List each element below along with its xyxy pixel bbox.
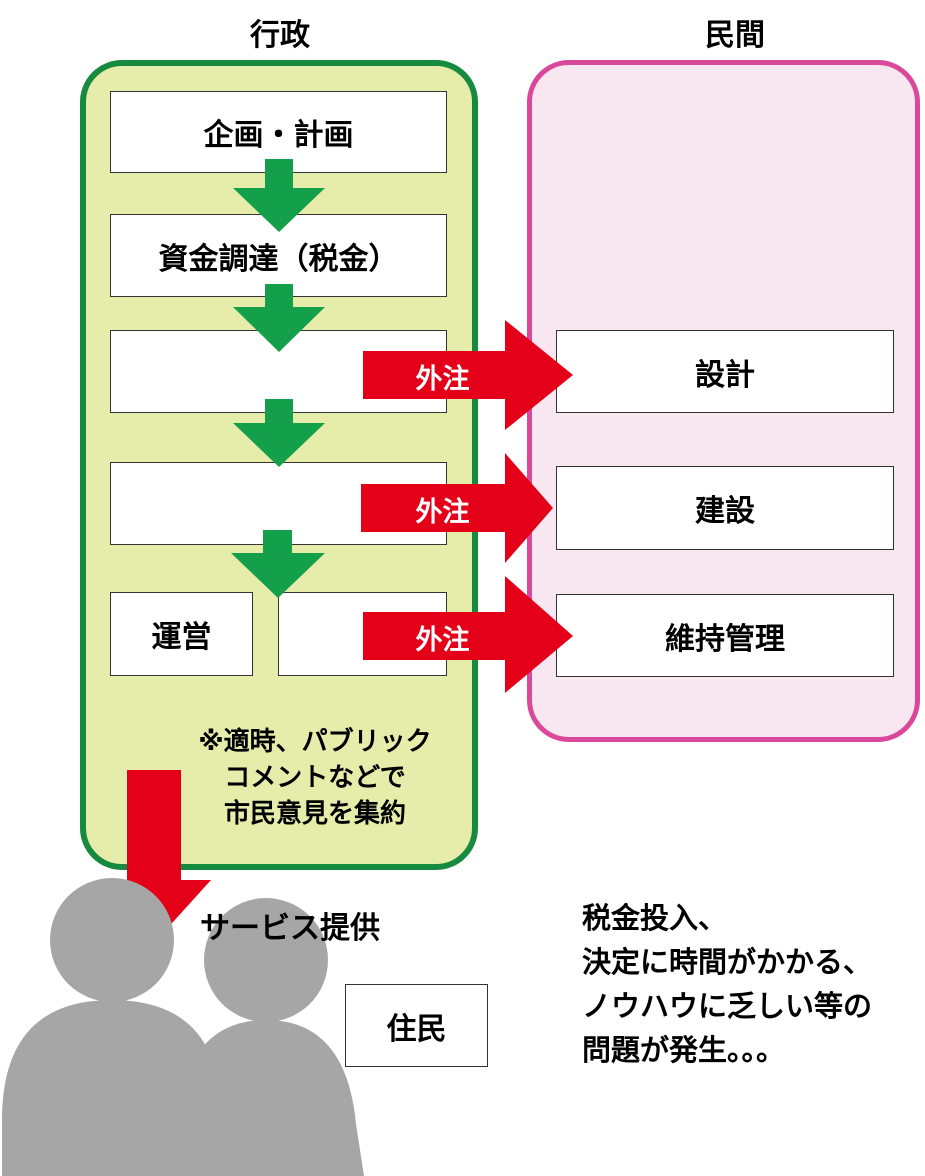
gov-header: 行政 [250, 18, 310, 53]
note-line: コメントなどで [224, 763, 406, 793]
person-icon [2, 878, 222, 1176]
public-comment-note: ※適時、パブリック コメントなどで 市民意見を集約 [170, 724, 460, 832]
outsource-arrow-icon [363, 576, 573, 693]
down-arrow-icon [233, 284, 325, 352]
service-label: サービス提供 [200, 911, 380, 946]
down-arrow-icon [231, 530, 325, 598]
residents-label: 住民 [386, 1011, 447, 1047]
problem-line: 決定に時間がかかる、 [582, 945, 873, 979]
design-label: 設計 [695, 357, 755, 393]
note-line: ※適時、パブリック [198, 727, 432, 757]
problem-line: 税金投入、 [582, 901, 728, 935]
problem-line: ノウハウに乏しい等の [582, 989, 873, 1023]
private-header: 民間 [705, 18, 765, 53]
person-icon [168, 898, 364, 1176]
funding-label: 資金調達（税金） [158, 241, 399, 277]
maintenance-box: 維持管理 [556, 594, 894, 677]
outsource-label: 外注 [415, 364, 470, 395]
operation-box: 運営 [110, 592, 253, 676]
operation-label: 運営 [151, 620, 212, 655]
planning-label: 企画・計画 [203, 118, 354, 153]
construction-box: 建設 [556, 466, 894, 550]
maintenance-label: 維持管理 [665, 621, 785, 657]
note-line: 市民意見を集約 [223, 799, 406, 829]
problems-text: 税金投入、 決定に時間がかかる、 ノウハウに乏しい等の 問題が発生。。。 [582, 896, 872, 1072]
problem-line: 問題が発生。。。 [582, 1033, 786, 1067]
outsource-label: 外注 [415, 625, 470, 656]
construction-label: 建設 [695, 494, 755, 529]
down-arrow-icon [233, 159, 325, 232]
design-box: 設計 [556, 330, 894, 413]
residents-box: 住民 [345, 984, 488, 1067]
outsource-arrow-icon [363, 320, 573, 430]
outsource-arrow-icon [361, 453, 553, 563]
outsource-label: 外注 [415, 497, 470, 528]
down-arrow-icon [233, 399, 325, 467]
